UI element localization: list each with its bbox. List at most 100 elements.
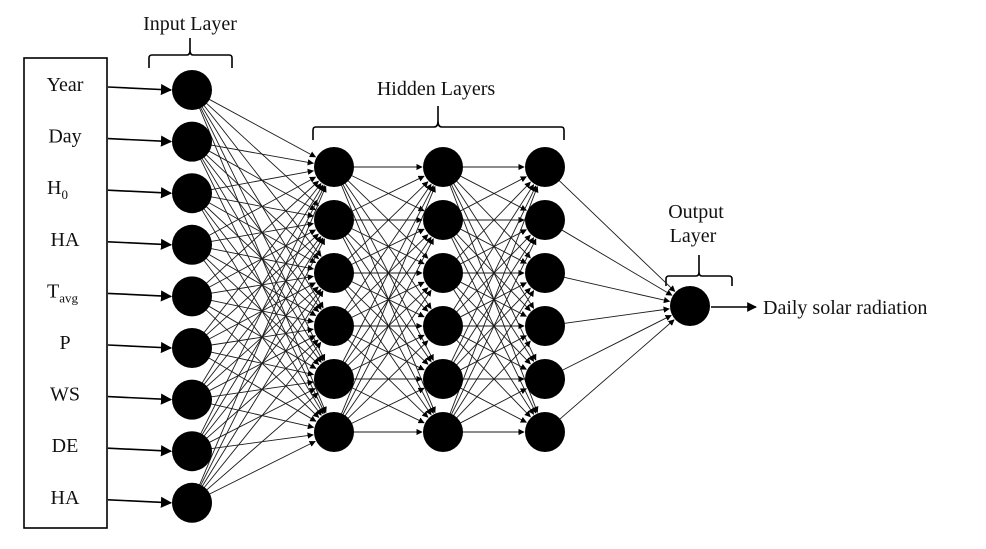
connection-edge [458, 335, 527, 372]
connection-edge [562, 276, 671, 304]
input-node [172, 70, 212, 110]
connection-edge [207, 176, 317, 237]
connection-edge [455, 340, 531, 420]
connection-edge [343, 287, 432, 416]
connection-edge [455, 338, 531, 418]
connection-edge [557, 179, 676, 292]
hidden-layer-1-node [314, 412, 354, 452]
connection-edge [343, 289, 432, 418]
connection-edge [346, 340, 429, 420]
hidden-layer-2-node [423, 359, 463, 399]
output-layer-bracket [665, 255, 733, 286]
input-arrow [107, 135, 173, 147]
connection-edge [200, 184, 324, 385]
feature-label: Year [47, 74, 84, 96]
input-arrow [107, 290, 173, 302]
connection-edge [346, 181, 429, 261]
input-node [172, 121, 212, 162]
input-node [172, 224, 212, 265]
connection-edge [346, 232, 429, 312]
feature-label-subscript: 0 [61, 187, 68, 202]
connection-edge [199, 185, 326, 436]
connection-edge [458, 386, 527, 423]
hidden-layer-3-node [525, 306, 565, 346]
connection-edge [455, 181, 531, 261]
connection-edge [455, 234, 531, 314]
feature-label-main: P [59, 332, 70, 354]
connection-edge [458, 282, 527, 319]
connection-edge [202, 341, 322, 490]
connection-edge [346, 285, 429, 365]
input-arrow [107, 445, 173, 457]
feature-label-main: HA [51, 487, 80, 509]
hidden-layer-3-node [525, 253, 565, 293]
feature-label: H0 [47, 177, 68, 202]
feature-label: HA [51, 487, 80, 509]
connection-edge [341, 185, 434, 364]
connection-edge [458, 176, 527, 213]
connection-edge [205, 180, 319, 285]
feature-label: P [59, 332, 70, 354]
hidden-layer-1-node [314, 253, 354, 293]
connection-edge [349, 174, 425, 212]
hidden-layer-2-node [423, 200, 463, 240]
connection-edge [455, 179, 531, 259]
connection-edge [558, 319, 675, 421]
connection-edge [346, 234, 429, 314]
hidden-layer-3-node [525, 200, 565, 240]
input-arrow [107, 393, 173, 405]
connection-edge [341, 182, 434, 361]
connection-edge [452, 290, 535, 418]
connection-edge [205, 392, 319, 492]
connection-edge [346, 287, 429, 367]
connection-edge [341, 235, 434, 414]
connection-edge [349, 334, 425, 372]
feature-label-main: WS [50, 384, 80, 406]
input-arrow [107, 83, 173, 96]
connection-edge [343, 181, 432, 310]
feature-label-subscript: avg [59, 290, 78, 305]
hidden-layer-3-node [525, 147, 565, 187]
hidden-layer-2-node [423, 306, 463, 346]
connection-edge [207, 440, 316, 496]
feature-label-main: Year [47, 74, 84, 96]
connection-edge [202, 183, 322, 335]
output-label: Daily solar radiation [763, 297, 927, 319]
connection-edge [349, 280, 425, 318]
connection-edge [201, 290, 324, 488]
connection-edge [343, 234, 432, 363]
connection-edge [349, 175, 425, 213]
connection-edge [452, 181, 535, 309]
hidden-layer-1-node [314, 200, 354, 240]
output-node [670, 286, 710, 326]
connection-edge [346, 338, 429, 418]
connection-edge [450, 185, 537, 363]
connection-edge [455, 232, 531, 312]
connection-edge [450, 236, 537, 414]
connection-edge [560, 228, 673, 296]
connection-edge [199, 238, 325, 487]
input-node [172, 276, 212, 317]
connection-edge [198, 185, 327, 487]
feature-label: HA [51, 229, 80, 251]
connection-edge [458, 388, 527, 425]
output-layer-title-line1: Output [668, 201, 724, 223]
feature-label: WS [50, 384, 80, 406]
feature-label-main: Day [48, 126, 81, 148]
input-layer-bracket [148, 38, 233, 68]
connection-edge [458, 333, 527, 370]
feature-label-main: T [47, 280, 59, 302]
connection-edge [209, 168, 314, 191]
input-node [172, 482, 212, 523]
connection-edge [458, 280, 527, 317]
connection-edge [562, 306, 670, 324]
connections [107, 83, 676, 508]
input-features-box [23, 57, 108, 529]
output-layer-title-line2: Layer [670, 225, 717, 247]
input-node [172, 173, 212, 214]
connection-edge [458, 227, 527, 264]
hidden-layer-2-node [423, 253, 463, 293]
connection-edge [349, 281, 425, 319]
connection-edge [349, 333, 425, 371]
